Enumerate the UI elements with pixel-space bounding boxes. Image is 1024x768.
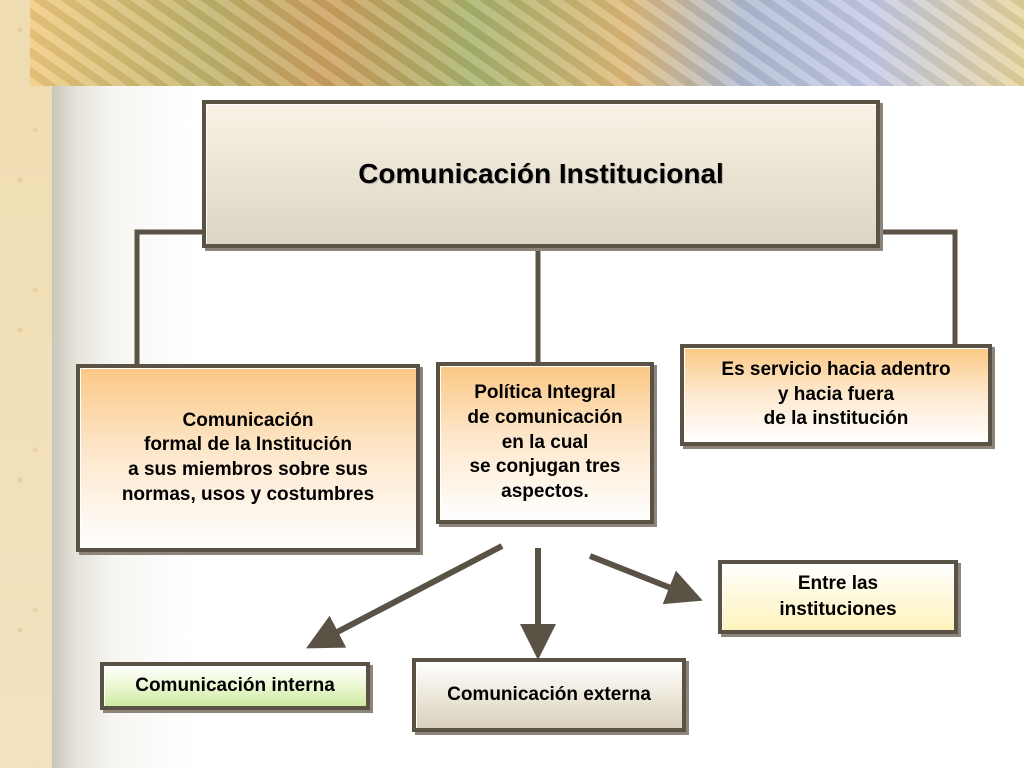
title-text: Comunicación Institucional — [358, 158, 724, 189]
arrow-to-entre — [588, 553, 703, 605]
external-communication-box: Comunicación externa — [412, 658, 686, 732]
between-institutions-text: Entre las instituciones — [779, 573, 897, 620]
integral-policy-box: Política Integral de comunicación en la … — [436, 362, 654, 524]
between-institutions-box: Entre las instituciones — [718, 560, 958, 634]
internal-communication-text: Comunicación interna — [135, 675, 335, 696]
title-box: Comunicación Institucional — [202, 100, 880, 248]
decorative-banner — [30, 0, 1024, 86]
formal-communication-text: Comunicación formal de la Institución a … — [121, 409, 375, 505]
integral-policy-text: Política Integral de comunicación en la … — [467, 382, 623, 503]
formal-communication-box: Comunicación formal de la Institución a … — [76, 364, 420, 552]
service-box: Es servicio hacia adentro y hacia fuera … — [680, 344, 992, 446]
service-text: Es servicio hacia adentro y hacia fuera … — [721, 358, 951, 430]
internal-communication-box: Comunicación interna — [100, 662, 370, 710]
external-communication-text: Comunicación externa — [447, 684, 651, 705]
connector-left — [134, 229, 202, 364]
arrow-to-interna — [306, 543, 504, 649]
connector-right — [880, 229, 958, 344]
